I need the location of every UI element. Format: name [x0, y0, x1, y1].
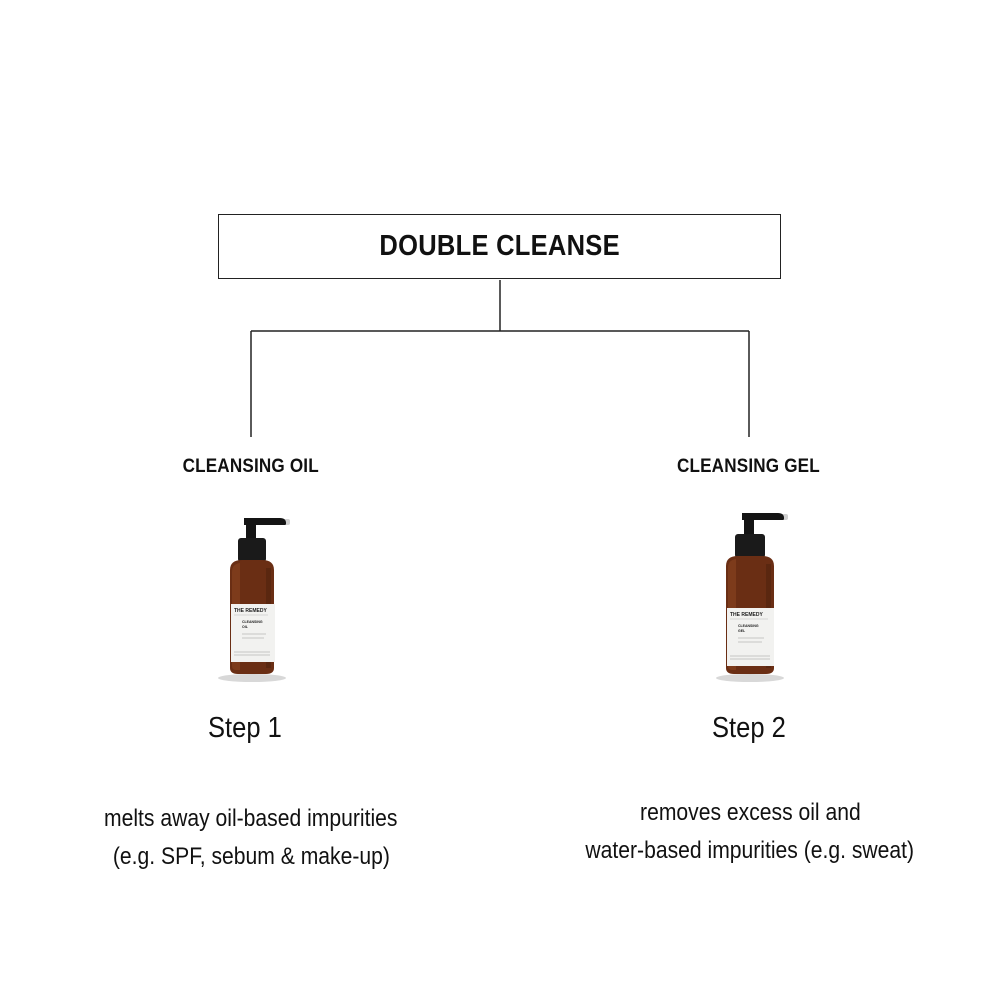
step-2-desc-line-2: water-based impurities (e.g. sweat)	[585, 837, 915, 864]
branch-label-cleansing-oil: CLEANSING OIL	[182, 456, 320, 477]
step-2-description: removes excess oil and water-based impur…	[530, 794, 970, 870]
step-2-label: Step 2	[712, 712, 786, 744]
diagram-title: DOUBLE CLEANSE	[379, 230, 620, 262]
step-1-desc-line-2: (e.g. SPF, sebum & make-up)	[112, 843, 390, 870]
step-2-desc-line-1: removes excess oil and	[639, 799, 861, 826]
bottle-product-name-text: CLEANSING	[738, 624, 759, 628]
step-1-description: melts away oil-based impurities (e.g. SP…	[31, 800, 471, 876]
bottle-brand-text: THE REMEDY	[234, 608, 267, 614]
cleansing-gel-bottle-image: THE REMEDY CLEANSING GEL	[716, 513, 788, 682]
bottle-product-type-text: GEL	[738, 629, 746, 633]
bottle-product-type-text: OIL	[242, 625, 249, 629]
cleansing-oil-bottle-image: THE REMEDY CLEANSING OIL	[218, 518, 290, 682]
step-1-label: Step 1	[208, 712, 282, 744]
step-1-desc-line-1: melts away oil-based impurities	[104, 805, 398, 832]
branch-label-cleansing-gel: CLEANSING GEL	[676, 456, 820, 477]
bottle-brand-text: THE REMEDY	[730, 612, 763, 618]
bottle-product-name-text: CLEANSING	[242, 620, 263, 624]
root-node: DOUBLE CLEANSE	[218, 214, 781, 279]
